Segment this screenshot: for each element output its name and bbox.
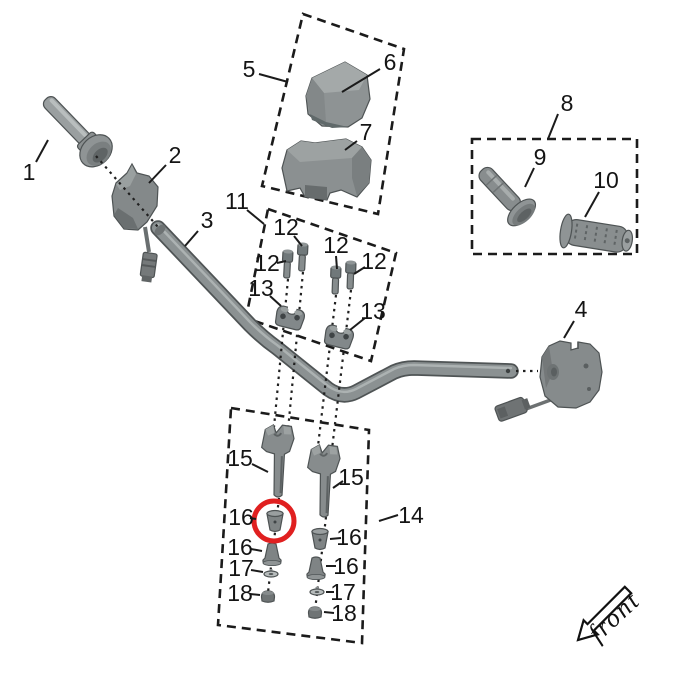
leader-line-10 (584, 191, 600, 218)
part-16-damper-lower (262, 542, 282, 566)
part-18-cap (307, 606, 323, 619)
dashed-box-group-5 (260, 12, 406, 216)
leader-line-3 (184, 230, 199, 247)
dashed-box-group-11 (244, 207, 398, 363)
part-3-handlebar (150, 220, 519, 403)
leader-line-14 (378, 514, 399, 522)
leader-line-11 (246, 209, 265, 225)
leader-line-6 (341, 68, 381, 93)
part-label-4: 4 (575, 296, 588, 322)
leader-line-15b (332, 480, 344, 489)
front-label: front (582, 586, 645, 648)
part-16-damper-lower (306, 556, 326, 580)
part-label-12d: 12 (361, 248, 387, 274)
part-label-15a: 15 (227, 445, 253, 471)
part-label-13a: 13 (248, 275, 274, 301)
leader-line-16b (250, 548, 263, 552)
part-13-upper-clamp (274, 305, 306, 331)
leader-line-18b (323, 611, 335, 614)
front-arrow-icon (576, 585, 633, 642)
part-17-washer (309, 587, 325, 596)
part-15-handlebar-holder (307, 443, 341, 518)
leader-line-12b (276, 260, 287, 264)
leader-line-15a (251, 463, 269, 473)
leader-line-9 (524, 167, 535, 188)
part-label-16a: 16 (228, 504, 254, 530)
assembly-axis (286, 271, 305, 431)
part-label-12b: 12 (254, 250, 280, 276)
leader-line-16c (329, 537, 342, 540)
front-direction-indicator: front (576, 585, 646, 648)
part-12-bolt (296, 242, 309, 272)
part-16-damper-upper (266, 509, 284, 533)
part-12-bolt (330, 265, 342, 295)
part-label-1: 1 (23, 159, 36, 185)
part-label-3: 3 (201, 207, 214, 233)
part-13-upper-clamp (323, 324, 355, 350)
dashed-box-group-8 (470, 137, 639, 256)
part-label-2: 2 (169, 142, 182, 168)
leader-line-13a (269, 295, 282, 307)
part-7-clamp-cover-lower (281, 138, 372, 201)
part-label-11: 11 (225, 188, 249, 214)
part-label-10: 10 (593, 167, 619, 193)
part-label-9: 9 (534, 144, 547, 170)
part-label-18a: 18 (227, 580, 253, 606)
highlight-layer (251, 498, 297, 544)
dashed-box-group-14 (216, 406, 371, 645)
part-label-7: 7 (360, 119, 373, 145)
part-6-clamp-cover-upper (305, 61, 371, 128)
part-2-left-switch-housing (111, 162, 159, 283)
part-label-6: 6 (384, 49, 397, 75)
leader-line-4 (563, 320, 575, 339)
leader-line-1 (35, 139, 49, 163)
assembly-axis (316, 294, 338, 447)
part-16-damper-upper (311, 527, 329, 551)
part-label-16b: 16 (227, 534, 253, 560)
part-label-14: 14 (398, 502, 424, 528)
group-boxes-layer (216, 12, 639, 645)
part-1-throttle-tube (42, 96, 113, 168)
part-label-13b: 13 (360, 298, 386, 324)
part-label-16d: 16 (333, 553, 359, 579)
part-4-right-switch-housing (494, 340, 603, 422)
part-label-8: 8 (561, 90, 574, 116)
part-label-18b: 18 (331, 600, 357, 626)
highlight-circle-part-16 (251, 498, 297, 544)
part-12-bolt (281, 249, 294, 279)
leader-line-12d (353, 266, 366, 275)
leader-line-18a (249, 593, 261, 596)
part-18-cap (260, 590, 276, 603)
part-label-12a: 12 (273, 214, 299, 240)
part-15-handlebar-holder (261, 423, 295, 498)
leader-line-7 (344, 140, 358, 151)
part-label-15b: 15 (338, 464, 364, 490)
part-10-right-grip (559, 213, 634, 253)
leader-line-2 (148, 164, 167, 184)
leader-line-8 (547, 113, 559, 140)
leader-line-5 (258, 73, 289, 83)
leader-line-17a (250, 569, 264, 573)
part-label-16c: 16 (336, 524, 362, 550)
part-label-12c: 12 (323, 232, 349, 258)
part-label-17b: 17 (330, 579, 356, 605)
assembly-axis (265, 497, 281, 602)
leader-line-13b (349, 317, 366, 331)
assembly-axis (330, 289, 353, 450)
leader-line-12a (293, 235, 303, 247)
leader-line-12c (335, 255, 338, 270)
part-17-washer (263, 569, 279, 578)
leader-line-16a (249, 517, 257, 520)
part-12-bolt (345, 260, 357, 290)
part-label-17a: 17 (228, 555, 254, 581)
assembly-axis (95, 155, 159, 228)
part-label-5: 5 (243, 56, 256, 82)
part-9-left-grip (478, 166, 537, 227)
